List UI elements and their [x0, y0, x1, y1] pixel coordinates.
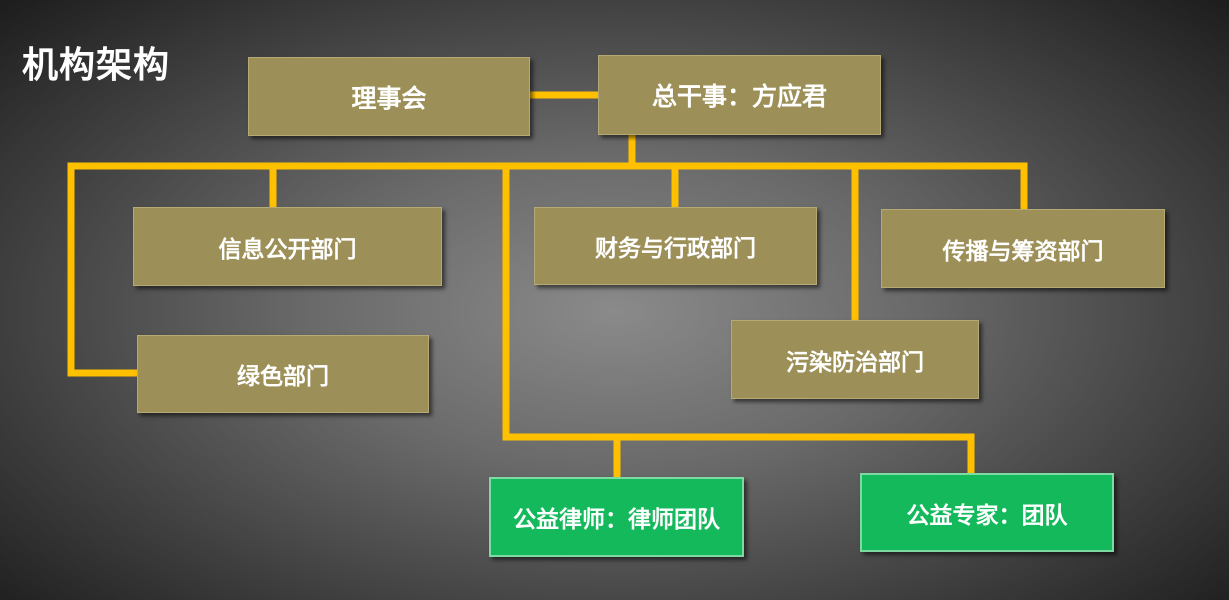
finance-admin-node: 财务与行政部门 [534, 207, 817, 285]
director-general-node: 总干事：方应君 [598, 55, 881, 135]
page-title: 机构架构 [22, 45, 171, 86]
info-disclosure-node: 信息公开部门 [133, 207, 442, 286]
pro-bono-experts-node: 公益专家：团队 [860, 473, 1114, 552]
pollution-control-node: 污染防治部门 [731, 320, 979, 399]
communication-fundraising-node: 传播与筹资部门 [881, 209, 1165, 288]
board-node: 理事会 [248, 57, 530, 136]
connector-lines [67, 91, 1028, 481]
pro-bono-lawyers-node: 公益律师：律师团队 [489, 477, 744, 557]
green-department-node: 绿色部门 [137, 335, 429, 413]
